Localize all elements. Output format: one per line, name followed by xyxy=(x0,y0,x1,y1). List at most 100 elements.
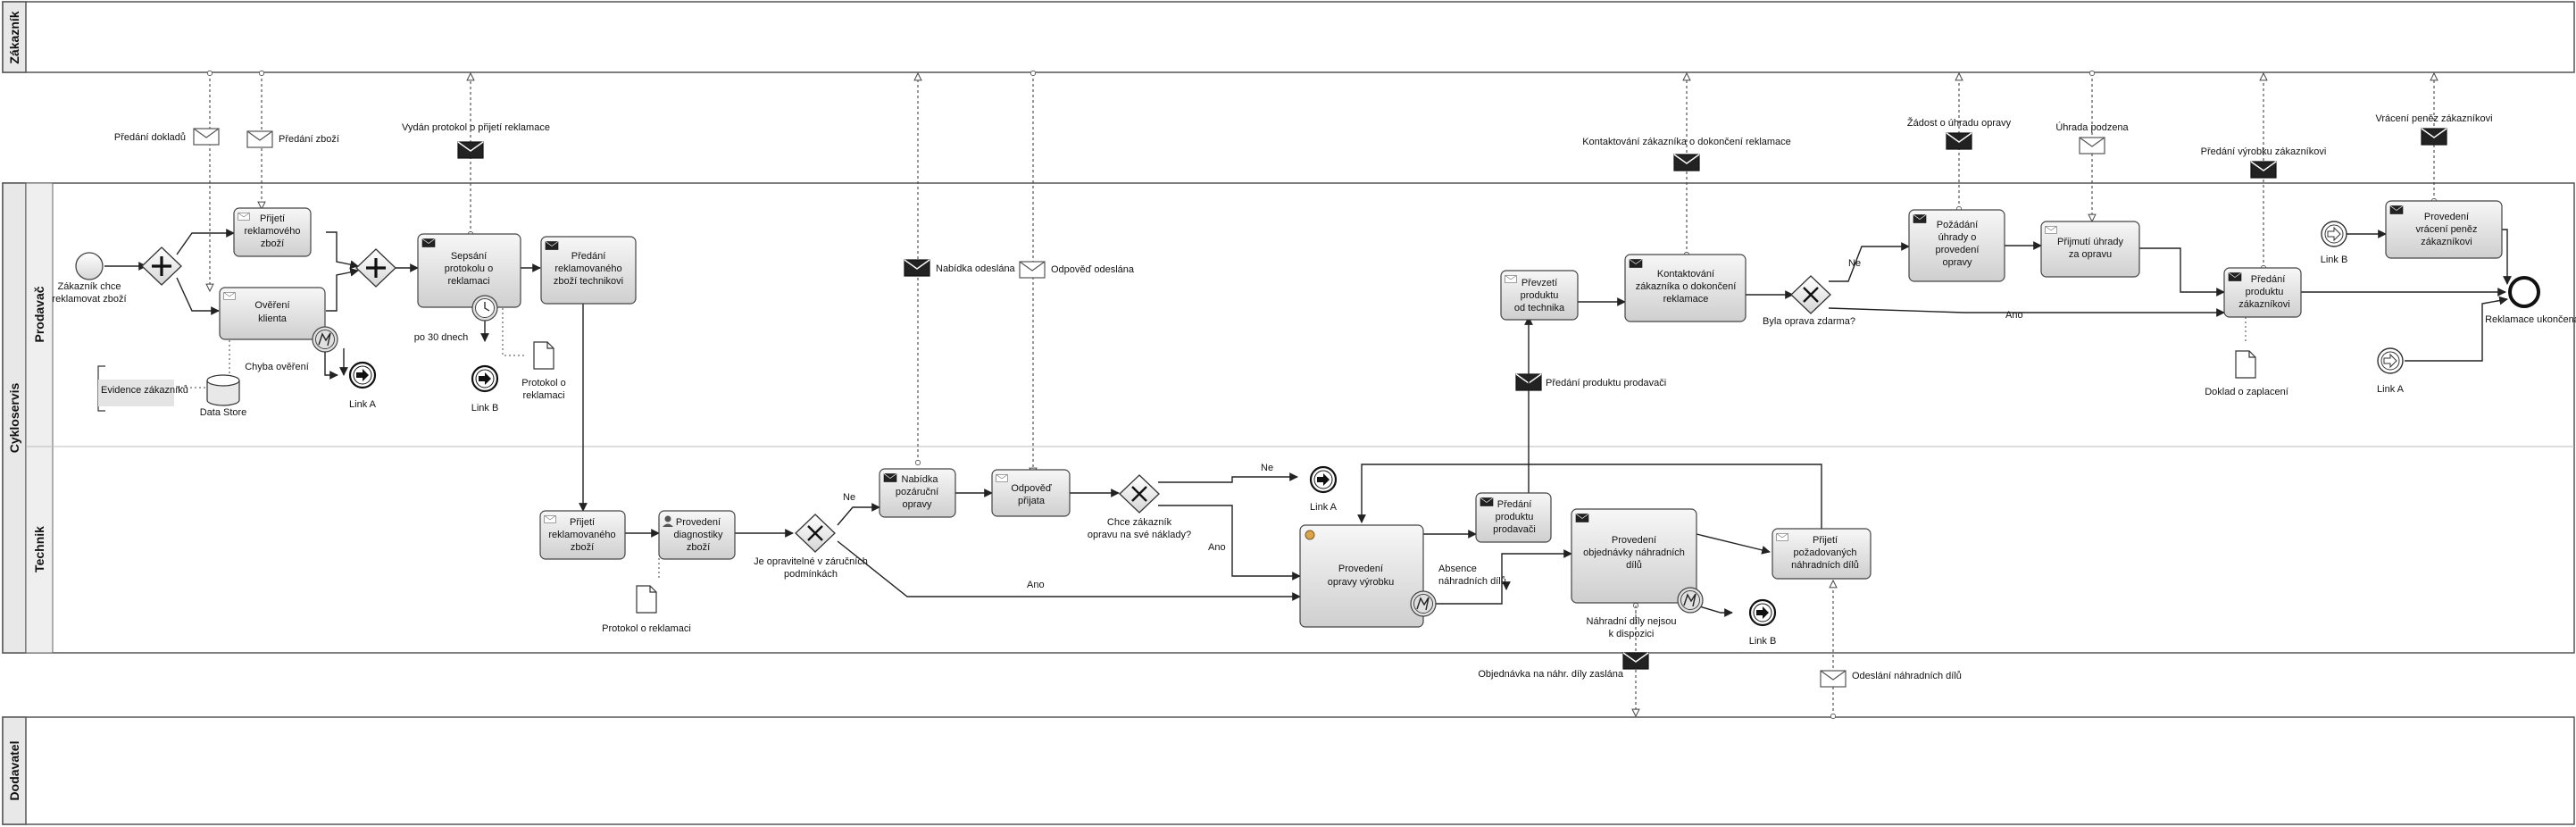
message-envelope-vydan-protokol: Vydán protokol o přijetí reklamace xyxy=(402,122,550,159)
task-provedeni-opravy[interactable]: Provedení opravy výrobku xyxy=(1299,524,1424,628)
svg-text:pozáruční: pozáruční xyxy=(896,487,938,497)
document-protokol-2[interactable]: Protokol o reklamaci xyxy=(602,585,691,634)
svg-text:Sepsání: Sepsání xyxy=(451,251,487,262)
task-prijmuti-uhrady[interactable]: Přijmutí úhrady za opravu xyxy=(2040,221,2140,278)
svg-text:zboží: zboží xyxy=(687,542,710,553)
svg-text:reklamovat zboží: reklamovat zboží xyxy=(52,294,126,305)
svg-text:Evidence zákazníků: Evidence zákazníků xyxy=(101,385,188,396)
task-kontaktovani-zakaznika[interactable]: Kontaktování zákazníka o dokončení rekla… xyxy=(1624,254,1747,322)
envelope-icon xyxy=(238,213,250,221)
svg-text:reklamaci: reklamaci xyxy=(447,276,489,287)
link-event-b-throw[interactable]: Link B xyxy=(471,364,499,414)
link-event-b-catch[interactable]: Link B xyxy=(2321,221,2348,265)
svg-text:Ověření: Ověření xyxy=(254,300,289,311)
flow-label-absence: Absence xyxy=(1438,564,1477,574)
svg-text:zákazníkovi: zákazníkovi xyxy=(2238,299,2289,310)
task-nabidka-opravy[interactable]: Nabídka pozáruční opravy xyxy=(879,468,956,518)
end-event[interactable]: Reklamace ukončena xyxy=(2485,276,2576,325)
sequence-flows xyxy=(104,229,2512,622)
svg-text:protokolu o: protokolu o xyxy=(445,263,493,274)
svg-text:opravy: opravy xyxy=(1942,257,1972,268)
task-pozadani-uhrady[interactable]: Požádání úhrady o provedení opravy xyxy=(1908,209,2005,282)
parallel-gateway-split[interactable] xyxy=(141,246,182,286)
message-envelope-predani-dokladu: Předání dokladů xyxy=(114,128,220,146)
svg-text:Link A: Link A xyxy=(2377,384,2405,395)
link-event-a-throw-1[interactable]: Link A xyxy=(348,361,377,410)
user-icon xyxy=(663,515,673,527)
svg-text:Zákazník chce: Zákazník chce xyxy=(58,281,121,292)
document-protokol[interactable]: Protokol o reklamaci xyxy=(521,341,566,401)
data-store[interactable]: Data Store xyxy=(200,374,247,418)
link-event-a-catch[interactable]: Link A xyxy=(2377,347,2405,395)
pool-label-zakaznik: Zákazník xyxy=(7,11,21,63)
svg-text:Reklamace ukončena: Reklamace ukončena xyxy=(2485,314,2576,325)
task-vraceni-penez[interactable]: Provedení vrácení peněz zákazníkovi xyxy=(2385,200,2503,259)
document-doklad[interactable]: Doklad o zaplacení xyxy=(2205,350,2288,397)
message-envelope-predani-prodavaci: Předání produktu prodavači xyxy=(1515,373,1666,391)
message-envelope-kontaktovani: Kontaktování zákazníka o dokončení rekla… xyxy=(1582,137,1791,171)
pool-zakaznik[interactable]: Zákazník xyxy=(2,1,2575,73)
svg-text:po 30 dnech: po 30 dnech xyxy=(414,332,469,343)
evidence-zakazniku[interactable]: Evidence zákazníků xyxy=(97,365,188,412)
task-predani-technikovi[interactable]: Předání reklamovaného zboží technikovi xyxy=(540,236,637,305)
error-boundary-event[interactable]: Chyba ověření xyxy=(245,326,338,372)
task-prijeti-dilu[interactable]: Přijetí požadovaných náhradních dílů xyxy=(1772,528,1872,580)
svg-text:Úhrada podzena: Úhrada podzena xyxy=(2055,121,2129,133)
svg-text:Byla oprava zdarma?: Byla oprava zdarma? xyxy=(1763,316,1855,327)
envelope-icon xyxy=(223,292,236,300)
task-predani-produktu-zakaznikovi[interactable]: Předání produktu zákazníkovi xyxy=(2223,267,2302,318)
pool-label-dodavatel: Dodavatel xyxy=(7,741,21,801)
task-prijeti-zbozi[interactable]: Přijetí reklamového zboží xyxy=(233,207,312,257)
svg-text:objednávky náhradních: objednávky náhradních xyxy=(1583,547,1685,558)
database-icon xyxy=(206,374,240,406)
gateway-zdarma[interactable]: Byla oprava zdarma? xyxy=(1763,275,1855,327)
timer-boundary-event[interactable]: po 30 dnech xyxy=(414,295,498,343)
parallel-gateway-join[interactable] xyxy=(355,248,396,288)
svg-text:Předání: Předání xyxy=(2251,274,2286,285)
task-predani-prodavaci[interactable]: Předání produktu prodavači xyxy=(1475,492,1552,543)
task-prevzeti-produktu[interactable]: Převzetí produktu od technika xyxy=(1500,270,1579,321)
task-odpoved-prijata[interactable]: Odpověď přijata xyxy=(991,469,1071,517)
svg-text:Provedení: Provedení xyxy=(1338,564,1383,574)
svg-text:Předání: Předání xyxy=(1497,499,1532,510)
message-envelope-odeslani-dilu: Odeslání náhradních dílů xyxy=(1820,670,1962,688)
flow-label-ano: Ano xyxy=(2005,310,2023,321)
pool-cykloservis[interactable]: Cykloservis Prodavač Technik xyxy=(2,182,2575,654)
envelope-icon xyxy=(2421,128,2447,146)
link-event-b-throw-2[interactable]: Link B xyxy=(1749,598,1777,647)
message-envelope-nabidka-odeslana: Nabídka odeslána xyxy=(904,259,1016,277)
flow-label-ne: Ne xyxy=(1261,463,1273,473)
svg-text:Je opravitelné v záručních: Je opravitelné v záručních xyxy=(754,556,868,567)
envelope-icon xyxy=(1913,214,1927,223)
svg-text:Kontaktování zákazníka o dokon: Kontaktování zákazníka o dokončení rekla… xyxy=(1582,137,1791,147)
svg-text:Doklad o zaplacení: Doklad o zaplacení xyxy=(2205,387,2288,397)
envelope-icon xyxy=(1776,533,1788,541)
svg-text:Objednávka na náhr. díly zaslá: Objednávka na náhr. díly zaslána xyxy=(1478,669,1624,680)
svg-text:klienta: klienta xyxy=(258,313,288,324)
envelope-icon xyxy=(2250,161,2277,179)
error-boundary-event-oprava[interactable] xyxy=(1410,590,1437,617)
pool-dodavatel[interactable]: Dodavatel xyxy=(2,716,2575,825)
task-objednavka-dilu[interactable]: Provedení objednávky náhradních dílů xyxy=(1571,508,1697,604)
gateway-zaruka[interactable]: Je opravitelné v záručních podmínkách xyxy=(754,514,868,580)
start-event[interactable]: Zákazník chce reklamovat zboží xyxy=(52,252,127,305)
svg-text:Přijetí: Přijetí xyxy=(570,517,595,528)
envelope-icon xyxy=(421,238,436,247)
task-prijeti-tech[interactable]: Přijetí reklamovaného zboží xyxy=(539,510,626,560)
svg-text:Odeslání náhradních dílů: Odeslání náhradních dílů xyxy=(1852,671,1962,681)
svg-text:Link B: Link B xyxy=(2321,255,2348,265)
flow-label-ne: Ne xyxy=(843,492,855,503)
svg-text:Přijetí: Přijetí xyxy=(1813,535,1838,546)
lane-label-technik: Technik xyxy=(32,526,46,572)
task-overeni-klienta[interactable]: Ověření klienta xyxy=(219,287,326,340)
error-boundary-event-objednavka[interactable]: Náhradní díly nejsou k dispozici xyxy=(1587,587,1704,639)
task-sepsani-protokolu[interactable]: Sepsání protokolu o reklamaci xyxy=(417,233,521,308)
svg-text:Předání dokladů: Předání dokladů xyxy=(114,132,186,143)
gateway-naklady[interactable]: Chce zákazník opravu na své náklady? xyxy=(1088,474,1191,540)
svg-text:zboží: zboží xyxy=(261,238,284,249)
document-icon xyxy=(636,585,657,614)
svg-text:Protokol o: Protokol o xyxy=(521,378,566,388)
task-diagnostika[interactable]: Provedení diagnostiky zboží xyxy=(658,510,736,560)
link-event-a-throw-2[interactable]: Link A xyxy=(1309,465,1338,513)
envelope-icon xyxy=(544,515,556,523)
